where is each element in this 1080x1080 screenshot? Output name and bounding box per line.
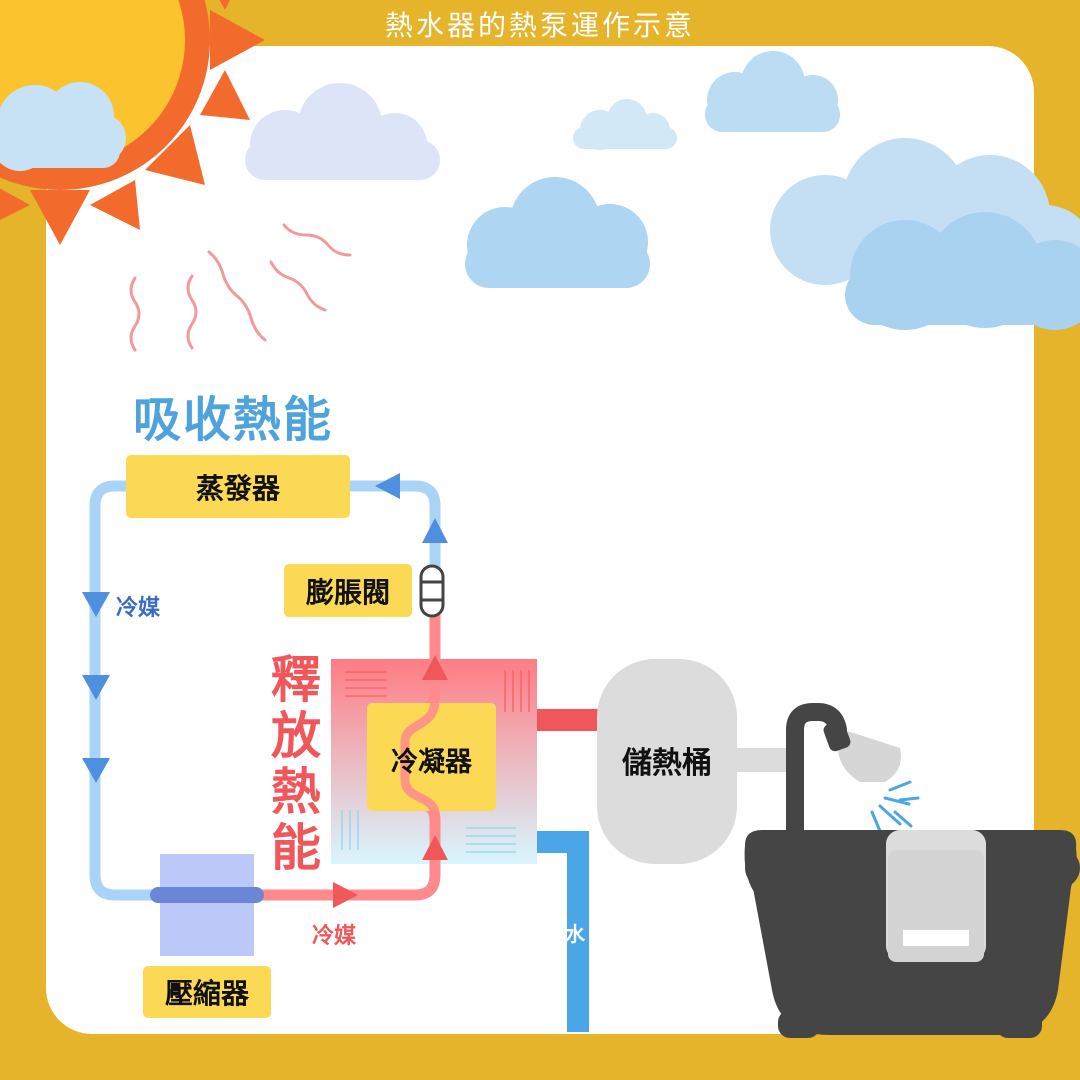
cloud-icon bbox=[573, 99, 677, 150]
cold-arrow bbox=[375, 473, 400, 499]
cloud-icon bbox=[245, 83, 440, 180]
refrigerant-label: 冷媒 bbox=[116, 596, 161, 621]
heat-wave-icon bbox=[129, 223, 352, 352]
hot-arrow bbox=[422, 655, 448, 680]
absorb-heat-label: 吸收熱能 bbox=[133, 392, 334, 448]
shower-head-icon bbox=[823, 720, 901, 782]
tank-label: 儲熱桶 bbox=[622, 746, 712, 781]
cloud-icon bbox=[770, 138, 1080, 330]
expansion-valve-label: 膨脹閥 bbox=[284, 564, 412, 617]
release-heat-char: 能 bbox=[271, 819, 321, 877]
compressor-band bbox=[150, 887, 264, 903]
cold-arrow bbox=[82, 758, 110, 783]
refrigerant-label: 冷媒 bbox=[312, 924, 357, 949]
cloud-icon bbox=[705, 51, 840, 132]
cold-arrow bbox=[82, 675, 110, 700]
release-heat-label: 釋 放 熱 能 bbox=[266, 652, 326, 876]
towel-icon bbox=[886, 830, 986, 962]
evaporator-label: 蒸發器 bbox=[126, 455, 350, 518]
compressor-label: 壓縮器 bbox=[143, 966, 271, 1018]
cold-arrow bbox=[82, 592, 110, 617]
expansion-valve-icon bbox=[419, 564, 445, 618]
cloud-icon bbox=[465, 177, 650, 288]
shower-pipe bbox=[786, 703, 847, 849]
release-heat-char: 放 bbox=[271, 707, 321, 765]
heat-pipe-to-tank bbox=[537, 709, 601, 731]
storage-tank bbox=[597, 659, 737, 864]
condenser-label: 冷凝器 bbox=[391, 747, 472, 778]
bathtub-icon bbox=[744, 703, 1080, 1038]
condenser-box bbox=[367, 703, 496, 811]
release-heat-char: 釋 bbox=[271, 651, 321, 709]
hot-arrow bbox=[333, 882, 358, 908]
compressor-body bbox=[160, 854, 254, 956]
page-title: 熱水器的熱泵運作示意 bbox=[384, 9, 695, 42]
hot-arrow bbox=[422, 835, 448, 860]
cold-arrow bbox=[422, 518, 448, 543]
cloud-icon bbox=[0, 82, 126, 171]
release-heat-char: 熱 bbox=[271, 763, 321, 821]
tank-connector bbox=[737, 748, 782, 772]
water-label: 水 bbox=[565, 922, 585, 946]
water-pipe bbox=[537, 831, 589, 1032]
